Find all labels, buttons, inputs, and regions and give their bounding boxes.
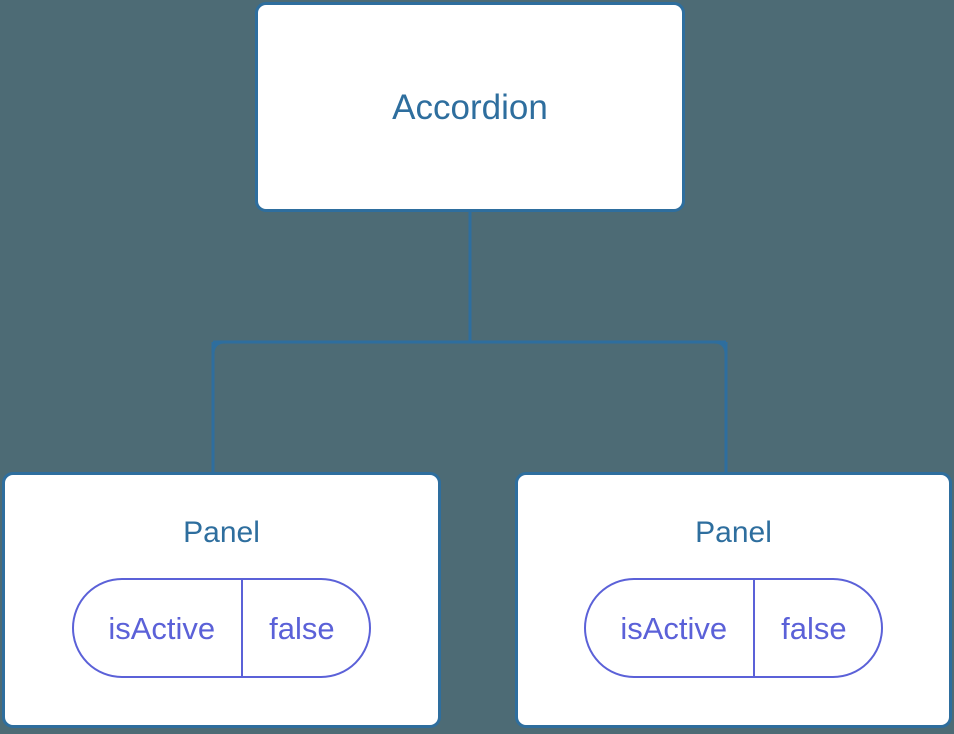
node-panel-1-prop-value: false [753,580,880,676]
edge-corner-right [713,340,728,355]
edge-root-to-children [211,212,728,472]
node-accordion[interactable]: Accordion [255,2,685,212]
node-panel-0-prop-key: isActive [108,610,216,646]
node-panel-1-label: Panel [695,516,772,549]
node-panel-0-label: Panel [183,516,260,549]
node-panel-1[interactable]: Panel isActive false [515,472,952,728]
node-panel-0[interactable]: Panel isActive false [2,472,441,728]
node-panel-1-prop-pill[interactable]: isActive false [584,578,883,678]
node-accordion-label: Accordion [392,87,548,127]
node-panel-0-prop-value: false [241,580,368,676]
node-panel-0-prop-pill[interactable]: isActive false [72,578,371,678]
node-panel-1-prop-key: isActive [620,610,728,646]
edge-corner-left [211,340,226,355]
